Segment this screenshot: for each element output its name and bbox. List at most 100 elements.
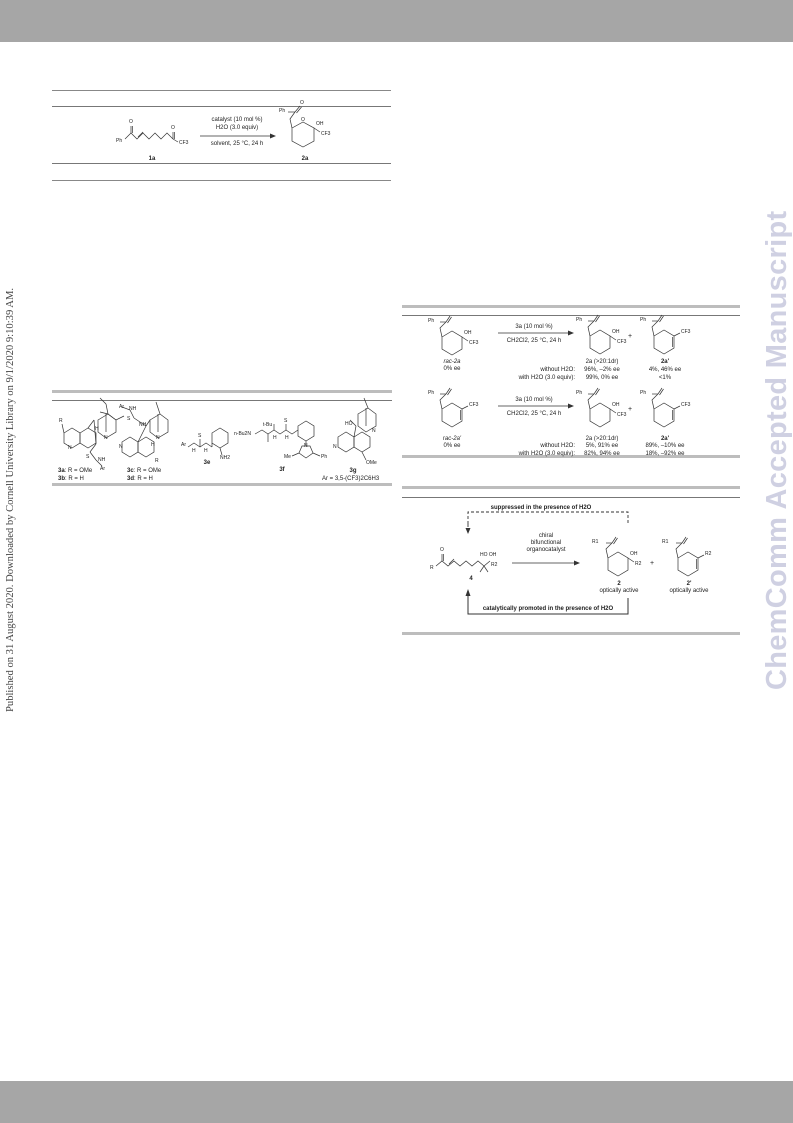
s3-plus: + [649,560,655,567]
s2-r2-sm-ph: Ph [428,390,435,396]
s2-r2-p2-cf3: CF3 [681,402,691,408]
scheme1-top-rule [52,90,391,91]
cat-3c-ar: Ar [119,404,124,410]
scheme3-bottom-rule [402,632,740,635]
scheme1-mid-rule [52,163,391,164]
s3-cat-line2: bifunctional [530,540,562,546]
cat-3f-nbu2: n-Bu2N [234,431,251,437]
cat-3a-desc: 3a: R = OMe [58,468,93,474]
s2-r2-v1b: 82%, 94% ee [584,451,620,457]
s2-r2-p1-ph: Ph [576,390,583,396]
cat-3f-me: Me [284,454,291,460]
s2-r1-sm-ee: 0% ee [443,366,461,372]
s2-r2-v1a: 5%, 91% ee [585,443,619,449]
cat-3g-ho: HO [345,421,353,427]
scheme1-sm-label: 1a [148,156,156,162]
cat-3e-h2: H [204,448,208,454]
cat-3g-n: N [333,444,337,450]
s3-sm-hooh: HO OH [480,552,497,558]
cat-3f-h2: H [285,435,289,441]
s2-r2-cond2: CH2Cl2, 25 °C, 24 h [506,411,562,417]
cat-3c-s: S [127,416,131,422]
s2-r1-v1b: 99%, 0% ee [585,375,619,381]
s2-r2-label-b: with H2O (3.0 equiv): [518,451,575,457]
cat-3e-s: S [198,433,202,439]
s3-sm-r: R [430,565,434,571]
cat-3c-h: H [151,442,155,448]
scheme1-sm-o2: O [171,125,175,131]
s3-sm-r2: R2 [491,562,498,568]
s3-p2-r2: R2 [705,551,712,557]
cat-3c-nh: NH [129,406,137,412]
s2-r2-sm-label: rac-2a' [442,436,462,442]
cat-3a-ar: Ar [100,466,105,472]
s2-r1-v2a: 4%, 46% ee [648,367,682,373]
scheme1-header-rule [52,106,391,107]
s2-r2-sm-cf3: CF3 [469,402,479,408]
s2-r1-p1-ph: Ph [576,317,583,323]
scheme1-prod-oh: OH [316,121,324,127]
scheme1-bottom-rule [52,180,391,181]
cat-3c-nh2: NH [139,422,147,428]
scheme1-prod-ph: Ph [279,108,286,114]
s2-r1-p1-oh: OH [612,329,620,335]
cat-3e-h1: H [192,448,196,454]
s3-cat-line3: organocatalyst [526,547,566,553]
scheme1-prod-o: O [300,100,304,106]
cat-3g-label: 3g [349,468,357,474]
s2-r1-p1-cf3: CF3 [617,339,627,345]
s2-r2-v2a: 89%, –10% ee [645,443,685,449]
s3-p1-oh: OH [630,551,638,557]
cat-3f-tbu: t-Bu [263,422,273,428]
s2-r1-v2b: <1% [658,375,672,381]
cat-3g-ome: OMe [366,460,377,466]
cat-3d-desc: 3d: R = H [127,476,153,482]
s2-r1-cond2: CH2Cl2, 25 °C, 24 h [506,338,562,344]
cat-ar-definition: Ar = 3,5-(CF3)2C6H3 [322,476,380,482]
cat-3f-n: N [304,443,308,449]
cat-3b-desc: 3b: R = H [58,476,84,482]
s2-r2-p1-cf3: CF3 [617,412,627,418]
scheme1-condition-solvent: solvent, 25 °C, 24 h [210,141,264,147]
s2-r1-v1a: 96%, –2% ee [584,367,620,373]
cat-3a-s: S [86,454,90,460]
s2-r2-plus: + [627,406,633,413]
cat-3a-r: R [59,418,63,424]
catalyst-bottom-rule [52,483,392,486]
scheme3-promoted-label: catalytically promoted in the presence o… [482,606,614,612]
header-band [0,0,793,42]
scheme3-header-rule [402,497,740,498]
s2-r2-cond1: 3a (10 mol %) [515,397,553,403]
s2-r1-label-a: without H2O: [540,367,575,373]
cat-3c-nring: N [156,435,160,441]
scheme1-prod-cf3: CF3 [321,131,331,137]
s2-r2-p1-label: 2a (>20:1dr) [585,436,619,442]
s3-p1-r2: R2 [635,561,642,567]
cat-3g-nring: N [372,428,376,434]
cat-3c-r: R [155,458,159,464]
cat-3c-desc: 3c: R = OMe [127,468,162,474]
scheme2-header-rule [402,315,740,316]
s2-r1-p2-label: 2a' [660,359,670,365]
s2-r1-sm-label: rac-2a [443,359,461,365]
cat-3f-h1: H [273,435,277,441]
s3-p2-label: 2' [686,581,692,587]
cat-3f-ph: Ph [321,454,328,460]
s2-r1-p1-label: 2a (>20:1dr) [585,359,619,365]
cat-3a-h: H [95,426,99,432]
s2-r1-sm-oh: OH [464,330,472,336]
cat-3f-label: 3f [279,467,285,473]
s3-p2-sub: optically active [669,588,709,594]
s3-p1-label: 2 [617,581,621,587]
s3-p2-r1: R1 [662,539,669,545]
scheme1-prod-ring-o: O [301,117,305,123]
catalyst-top-rule [52,390,392,393]
s3-sm-o: O [440,547,444,553]
s2-r2-sm-ee: 0% ee [443,443,461,449]
footer-band [0,1081,793,1123]
cat-3a-nh: NH [98,457,106,463]
s2-r1-sm-ph: Ph [428,318,435,324]
